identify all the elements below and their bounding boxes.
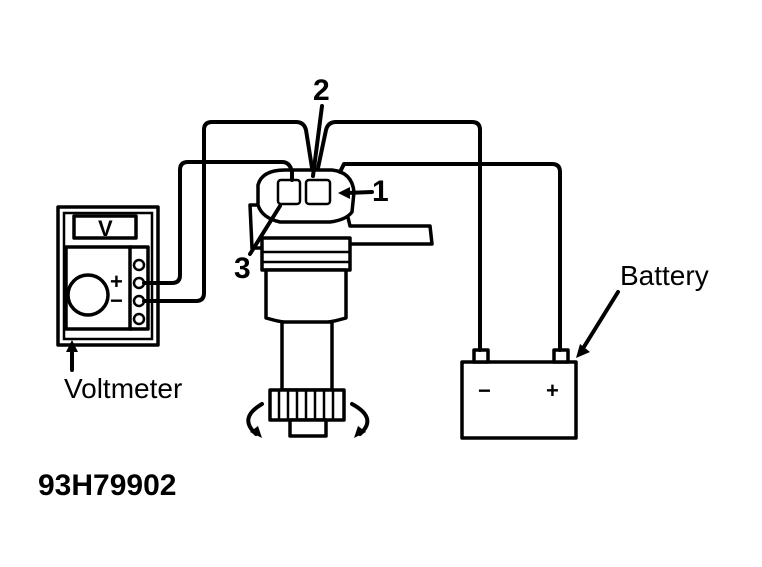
battery-pointer [576, 290, 620, 358]
pin-3-label: 3 [234, 252, 251, 285]
battery-label: Battery [620, 260, 709, 291]
voltmeter-display [72, 214, 138, 240]
battery-minus-sign: − [478, 378, 491, 403]
voltmeter-minus-sign: − [110, 288, 123, 313]
battery: − + [460, 348, 578, 440]
pin-3-leader [248, 204, 282, 256]
voltmeter-label: Voltmeter [64, 373, 182, 404]
voltmeter-terminal [132, 258, 146, 272]
voltmeter-dial [66, 273, 110, 317]
voltmeter: V + − [56, 205, 160, 347]
figure-code: 93H79902 [38, 469, 176, 502]
voltmeter-pointer [66, 340, 78, 372]
pin-1-leader [344, 190, 374, 195]
pin-1-label: 1 [372, 175, 389, 208]
wiring [142, 120, 562, 352]
pin-2-label: 2 [313, 74, 330, 107]
voltmeter-plus-sign: + [110, 269, 123, 294]
pin-2-leader [311, 104, 324, 178]
battery-plus-sign: + [546, 378, 559, 403]
voltmeter-terminal [132, 312, 146, 326]
vehicle-speed-sensor [246, 168, 434, 438]
voltmeter-display-text: V [98, 216, 113, 241]
